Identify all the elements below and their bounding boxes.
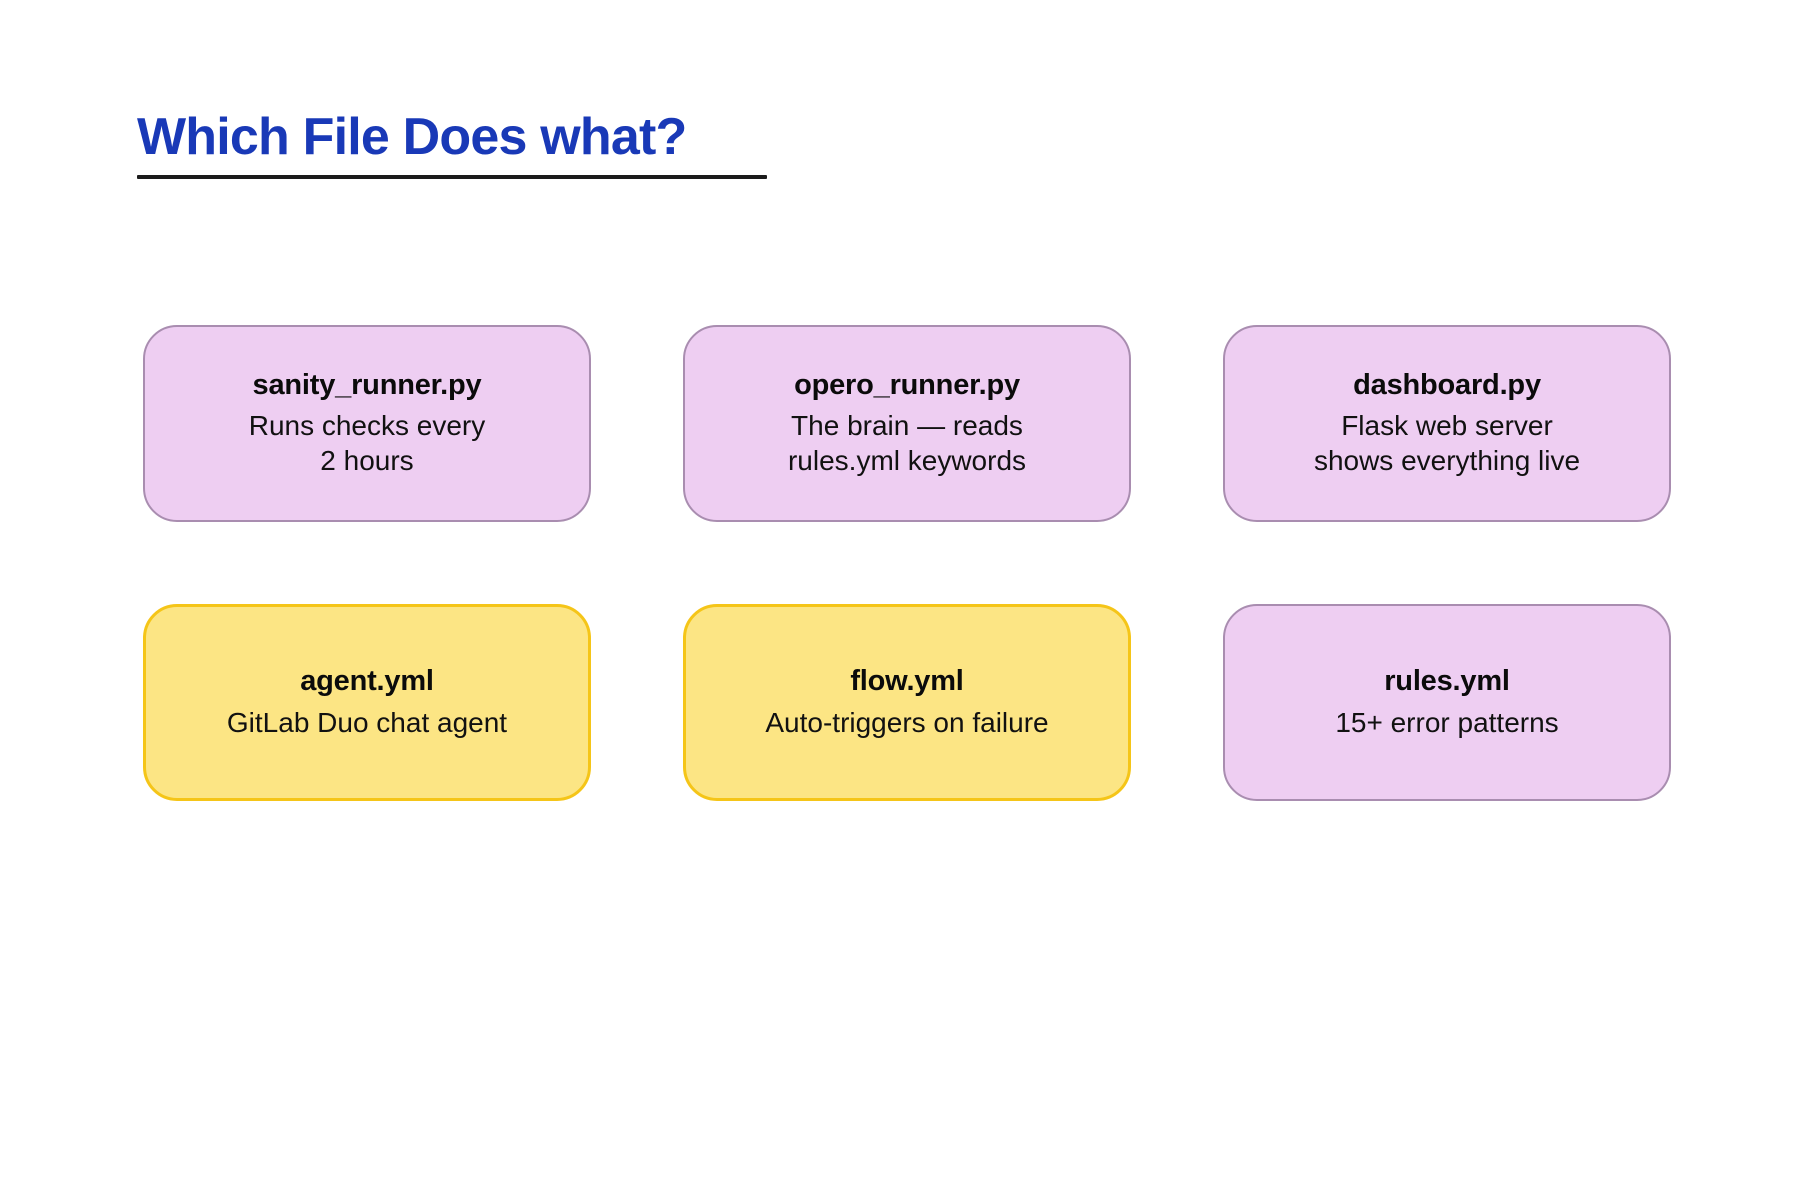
file-card-description-line1: The brain — reads xyxy=(791,409,1023,441)
file-card-description-line2: rules.yml keywords xyxy=(787,445,1027,477)
file-card-grid: sanity_runner.py Runs checks every 2 hou… xyxy=(143,325,1683,801)
file-card-description-line1: Auto-triggers on failure xyxy=(765,706,1049,738)
file-card-description-line1: Runs checks every xyxy=(248,409,486,441)
file-card-description-line1: Flask web server xyxy=(1341,409,1553,441)
file-card-description-line1: GitLab Duo chat agent xyxy=(226,706,508,738)
file-card-agent-yml[interactable]: agent.yml GitLab Duo chat agent xyxy=(143,604,591,801)
file-card-description-line2: 2 hours xyxy=(320,445,414,477)
file-card-description: 15+ error patterns xyxy=(1335,705,1558,740)
title-block: Which File Does what? xyxy=(137,110,767,179)
file-card-title: agent.yml xyxy=(300,665,434,698)
file-card-description: Runs checks every 2 hours xyxy=(249,408,486,479)
file-card-title: sanity_runner.py xyxy=(252,368,482,401)
file-card-title: dashboard.py xyxy=(1353,368,1541,401)
file-card-rules-yml[interactable]: rules.yml 15+ error patterns xyxy=(1223,604,1671,801)
file-card-opero-runner-py[interactable]: opero_runner.py The brain — reads rules.… xyxy=(683,325,1131,522)
file-card-description-line2: shows everything live xyxy=(1313,445,1581,477)
file-card-dashboard-py[interactable]: dashboard.py Flask web server shows ever… xyxy=(1223,325,1671,522)
file-card-description: GitLab Duo chat agent xyxy=(227,705,507,740)
title-underline-rule xyxy=(137,174,767,179)
file-card-title: opero_runner.py xyxy=(794,368,1020,401)
file-card-description-line1: 15+ error patterns xyxy=(1335,706,1559,738)
file-card-flow-yml[interactable]: flow.yml Auto-triggers on failure xyxy=(683,604,1131,801)
file-card-title: flow.yml xyxy=(850,665,964,698)
file-card-description: Auto-triggers on failure xyxy=(765,705,1048,740)
file-card-description: Flask web server shows everything live xyxy=(1314,408,1580,479)
file-card-sanity-runner-py[interactable]: sanity_runner.py Runs checks every 2 hou… xyxy=(143,325,591,522)
page-title: Which File Does what? xyxy=(137,108,687,166)
file-card-title: rules.yml xyxy=(1384,665,1510,698)
file-card-description: The brain — reads rules.yml keywords xyxy=(788,408,1026,479)
